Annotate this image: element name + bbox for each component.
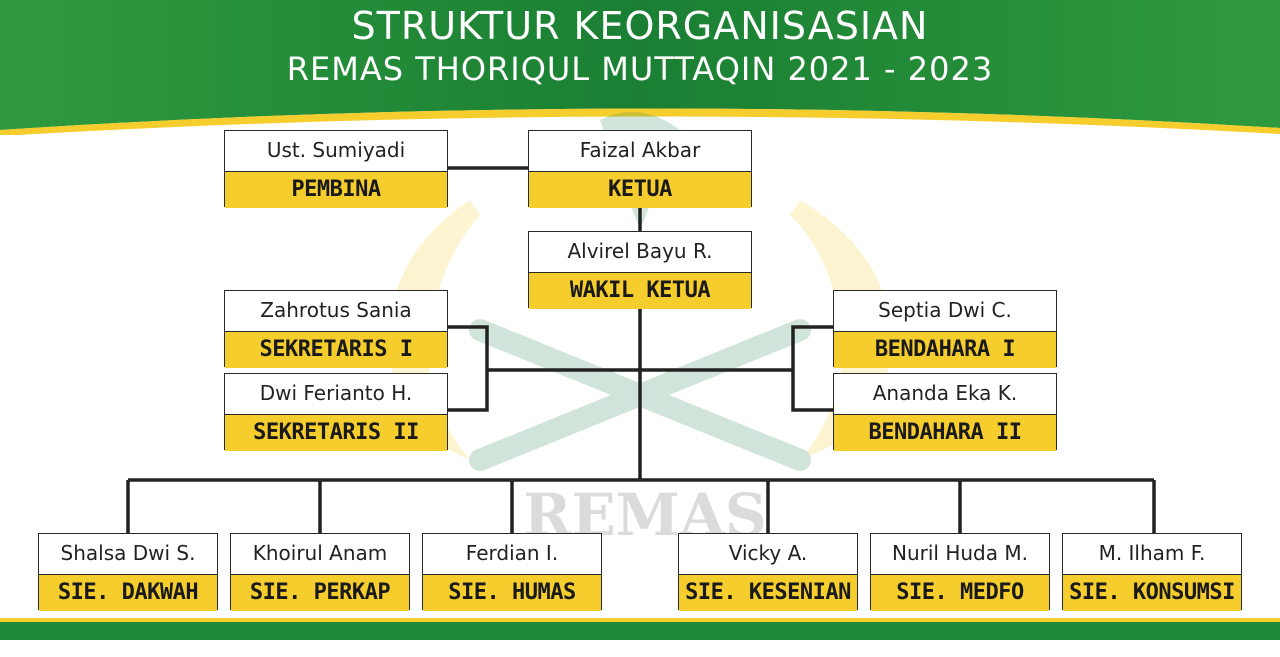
- node-role: SIE. DAKWAH: [39, 574, 217, 611]
- node-name: M. Ilham F.: [1063, 534, 1241, 574]
- node-sie-kesenian: Vicky A. SIE. KESENIAN: [678, 533, 858, 611]
- node-name: Ferdian I.: [423, 534, 601, 574]
- page-subtitle: REMAS THORIQUL MUTTAQIN 2021 - 2023: [286, 50, 994, 88]
- node-wakil-ketua: Alvirel Bayu R. WAKIL KETUA: [528, 231, 752, 309]
- node-name: Shalsa Dwi S.: [39, 534, 217, 574]
- node-name: Septia Dwi C.: [834, 291, 1056, 331]
- node-name: Vicky A.: [679, 534, 857, 574]
- node-role: BENDAHARA II: [834, 414, 1056, 451]
- node-name: Zahrotus Sania: [225, 291, 447, 331]
- node-role: SIE. MEDFO: [871, 574, 1049, 611]
- node-name: Ust. Sumiyadi: [225, 131, 447, 171]
- node-role: PEMBINA: [225, 171, 447, 208]
- footer-band: [0, 618, 1280, 657]
- node-role: WAKIL KETUA: [529, 272, 751, 309]
- node-sie-konsumsi: M. Ilham F. SIE. KONSUMSI: [1062, 533, 1242, 611]
- node-sekretaris-1: Zahrotus Sania SEKRETARIS I: [224, 290, 448, 368]
- node-role: SEKRETARIS II: [225, 414, 447, 451]
- page-title: STRUKTUR KEORGANISASIAN: [351, 4, 929, 48]
- node-sie-medfo: Nuril Huda M. SIE. MEDFO: [870, 533, 1050, 611]
- node-bendahara-1: Septia Dwi C. BENDAHARA I: [833, 290, 1057, 368]
- node-name: Faizal Akbar: [529, 131, 751, 171]
- node-name: Dwi Ferianto H.: [225, 374, 447, 414]
- node-role: SEKRETARIS I: [225, 331, 447, 368]
- node-ketua: Faizal Akbar KETUA: [528, 130, 752, 208]
- node-sie-perkap: Khoirul Anam SIE. PERKAP: [230, 533, 410, 611]
- node-role: KETUA: [529, 171, 751, 208]
- node-role: SIE. KONSUMSI: [1063, 574, 1241, 611]
- node-role: SIE. HUMAS: [423, 574, 601, 611]
- node-role: SIE. PERKAP: [231, 574, 409, 611]
- node-pembina: Ust. Sumiyadi PEMBINA: [224, 130, 448, 208]
- node-name: Alvirel Bayu R.: [529, 232, 751, 272]
- node-role: SIE. KESENIAN: [679, 574, 857, 611]
- node-bendahara-2: Ananda Eka K. BENDAHARA II: [833, 373, 1057, 451]
- node-sie-dakwah: Shalsa Dwi S. SIE. DAKWAH: [38, 533, 218, 611]
- header-band: [0, 0, 1280, 135]
- node-name: Nuril Huda M.: [871, 534, 1049, 574]
- node-role: BENDAHARA I: [834, 331, 1056, 368]
- node-sekretaris-2: Dwi Ferianto H. SEKRETARIS II: [224, 373, 448, 451]
- node-sie-humas: Ferdian I. SIE. HUMAS: [422, 533, 602, 611]
- node-name: Khoirul Anam: [231, 534, 409, 574]
- node-name: Ananda Eka K.: [834, 374, 1056, 414]
